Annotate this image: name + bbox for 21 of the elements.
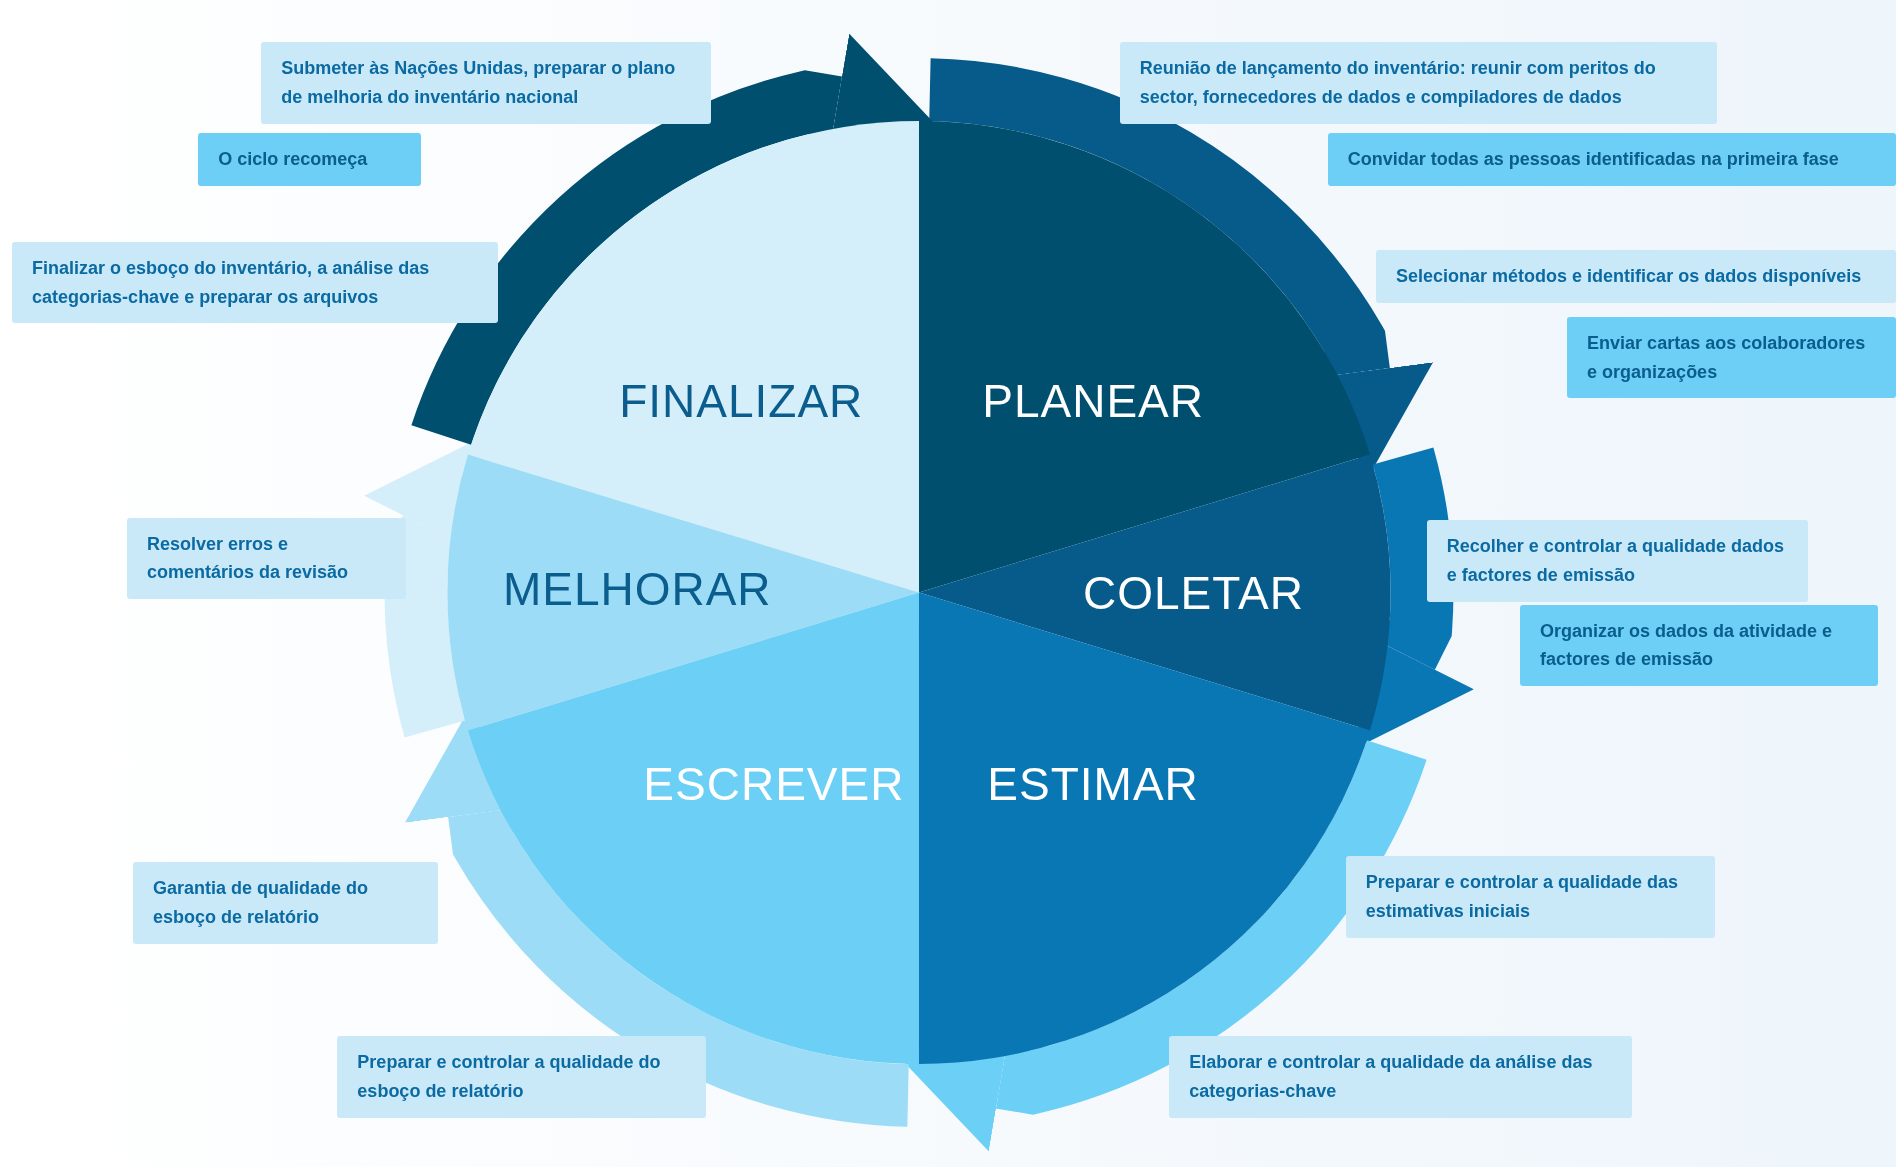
callout-box: Reunião de lançamento do inventário: reunir com peritos do sector, fornecedores de dados e compiladores de dados <box>1119 42 1718 124</box>
callout-box: Submeter às Nações Unidas, preparar o plano de melhoria do inventário nacional <box>261 42 711 124</box>
callout-box: Enviar cartas aos colaboradores e organizações <box>1567 316 1896 399</box>
phase-label: ESCREVER <box>643 757 905 810</box>
callout-box: Elaborar e controlar a qualidade da análise das categorias-chave <box>1169 1036 1633 1118</box>
callout-box: Resolver erros e comentários da revisão <box>126 517 407 600</box>
callout-box: Preparar e controlar a qualidade do esboço de relatório <box>337 1036 707 1118</box>
callout-box: Selecionar métodos e identificar os dados disponíveis <box>1376 250 1896 304</box>
phase-label: PLANEAR <box>982 375 1204 428</box>
callout-box: Convidar todas as pessoas identificadas na primeira fase <box>1327 133 1896 186</box>
pie-sector <box>919 454 1390 731</box>
phase-label: FINALIZAR <box>619 375 864 428</box>
callout-box: O ciclo recomeça <box>198 133 421 186</box>
callout-box: Finalizar o esboço do inventário, a análise das categorias-chave e preparar os arquivos <box>12 241 499 324</box>
callout-box: Organizar os dados da atividade e factores de emissão <box>1519 604 1878 687</box>
phase-label: ESTIMAR <box>987 757 1199 810</box>
phase-label: COLETAR <box>1083 566 1304 619</box>
callout-box: Recolher e controlar a qualidade dados e factores de emissão <box>1426 519 1808 602</box>
callout-box: Preparar e controlar a qualidade das estimativas iniciais <box>1345 856 1715 938</box>
callout-box: Garantia de qualidade do esboço de relatório <box>133 862 438 944</box>
phase-label: MELHORAR <box>502 562 772 615</box>
